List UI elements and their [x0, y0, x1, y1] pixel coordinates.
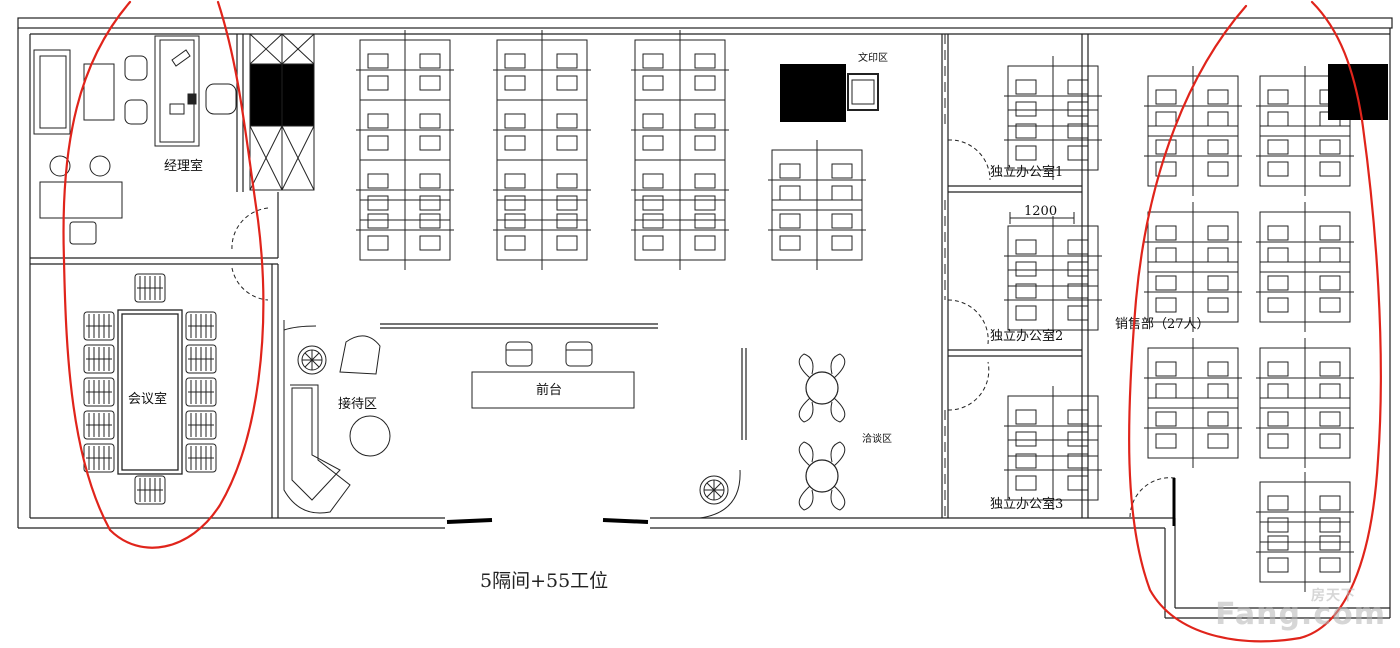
label-reception-area: 接待区 [338, 396, 377, 412]
label-print-area: 文印区 [858, 51, 888, 64]
negotiation-table-1 [798, 353, 846, 423]
negotiation-table-2 [798, 441, 846, 511]
label-meeting-room: 会议室 [128, 391, 167, 407]
watermark-top: 房天下 [1311, 588, 1356, 604]
desk-items [169, 49, 197, 115]
label-sales-dept: 销售部（27人） [1115, 316, 1210, 332]
print-area-equipment [780, 64, 879, 122]
label-private-office-2: 独立办公室2 [990, 328, 1063, 344]
interior-walls [30, 34, 1089, 518]
label-front-desk: 前台 [536, 382, 562, 398]
reception-furniture [283, 320, 391, 514]
label-private-office-1: 独立办公室1 [990, 164, 1063, 180]
door-swings [231, 139, 1176, 519]
shaft [249, 33, 315, 191]
watermark-main: Fang.com [1215, 597, 1386, 632]
label-negotiation-area: 洽谈区 [862, 432, 892, 445]
red-annotation-circles [62, 0, 1382, 643]
plan-caption: 5隔间+55工位 [480, 570, 609, 592]
dimension-line [1009, 212, 1075, 224]
private-office-desks [1003, 55, 1103, 511]
label-manager-room: 经理室 [164, 158, 203, 174]
plant-negotiation [699, 475, 729, 505]
label-dimension-1200: 1200 [1024, 204, 1057, 219]
watermark-logo: 房天下 Fang.com [1215, 585, 1386, 632]
label-private-office-3: 独立办公室3 [990, 496, 1063, 512]
meeting-table [117, 309, 183, 475]
plant-reception [297, 345, 327, 375]
manager-room-furniture [33, 35, 237, 245]
front-desk [471, 341, 635, 409]
entrance-doors [446, 518, 649, 524]
outer-walls [17, 17, 1393, 619]
sales-column [1328, 64, 1388, 120]
negotiation-curve [699, 469, 741, 519]
